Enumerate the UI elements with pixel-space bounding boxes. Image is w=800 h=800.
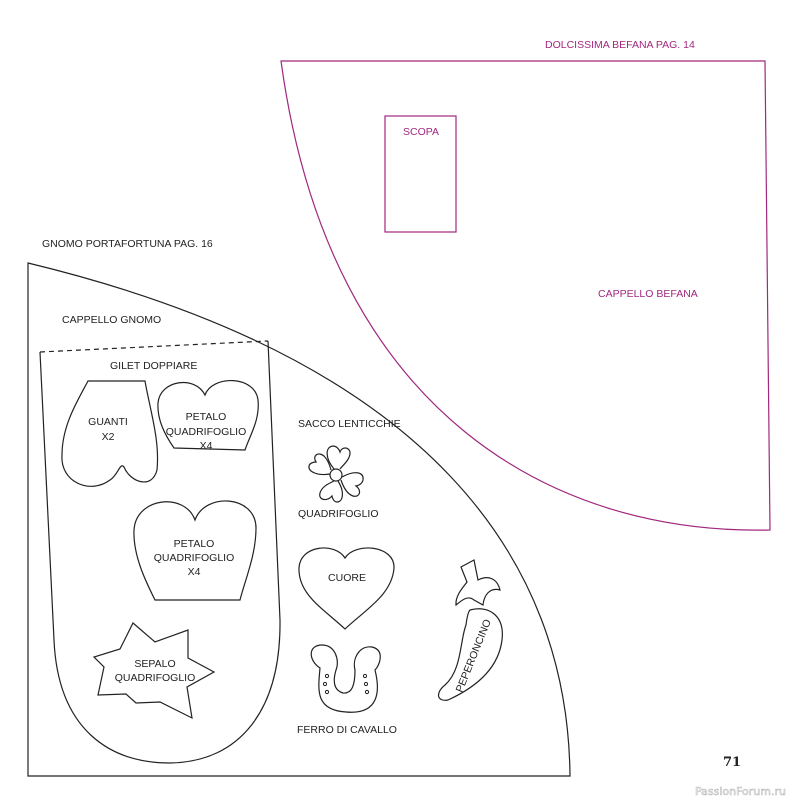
petalo-big-label-3: X4: [188, 566, 201, 578]
ferro-label: FERRO DI CAVALLO: [297, 724, 397, 736]
petalo-small-label-3: X4: [200, 440, 213, 452]
page-number: 71: [723, 755, 741, 770]
quadrifoglio-label: QUADRIFOGLIO: [298, 508, 379, 520]
sacco-label: SACCO LENTICCHIE: [298, 418, 401, 430]
peperoncino-stem-outline: [455, 559, 501, 607]
cappello-gnomo-label: CAPPELLO GNOMO: [62, 314, 161, 326]
petalo-big-outline: [133, 500, 257, 601]
peperoncino-outline: [438, 608, 503, 701]
petalo-big-label-2: QUADRIFOGLIO: [154, 552, 235, 564]
sepalo-label-1: SEPALO: [134, 658, 175, 670]
gilet-outline: [39, 340, 281, 764]
cappello-befana-outline: [280, 60, 771, 531]
guanti-outline: [61, 380, 159, 487]
ferro-nail-holes: [322, 673, 370, 695]
scopa-label: SCOPA: [403, 126, 439, 138]
sepalo-outline: [92, 622, 216, 720]
cappello-befana-label: CAPPELLO BEFANA: [598, 288, 698, 300]
watermark: PassionForum.ru: [695, 785, 786, 798]
gilet-fold-line: [39, 340, 269, 353]
guanti-qty: X2: [102, 431, 115, 443]
gilet-label: GILET DOPPIARE: [110, 360, 197, 372]
ferro-outline: [310, 644, 381, 713]
gnomo-title: GNOMO PORTAFORTUNA PAG. 16: [42, 238, 213, 250]
petalo-small-label-1: PETALO: [186, 411, 227, 423]
guanti-label: GUANTI: [88, 416, 128, 428]
befana-title: DOLCISSIMA BEFANA PAG. 14: [545, 39, 695, 51]
quadrifoglio-outline: [308, 445, 364, 503]
cuore-outline: [298, 547, 395, 630]
petalo-small-outline: [157, 380, 259, 451]
petalo-small-label-2: QUADRIFOGLIO: [166, 426, 247, 438]
cuore-label: CUORE: [328, 572, 366, 584]
cappello-gnomo-outline: [27, 262, 571, 777]
sepalo-label-2: QUADRIFOGLIO: [115, 672, 196, 684]
petalo-big-label-1: PETALO: [174, 538, 215, 550]
scopa-outline: [384, 115, 457, 233]
